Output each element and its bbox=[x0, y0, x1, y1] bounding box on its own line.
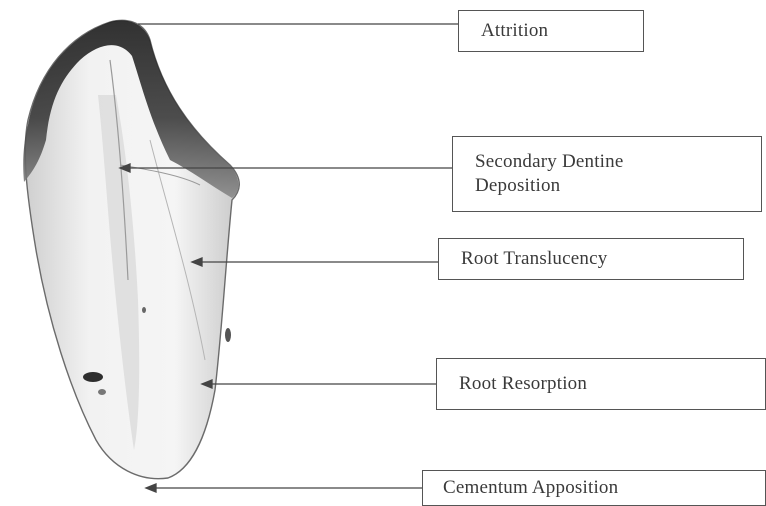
label-attrition: Attrition bbox=[458, 10, 644, 52]
label-cementum-apposition-text: Cementum Apposition bbox=[443, 476, 765, 500]
label-root-resorption: Root Resorption bbox=[436, 358, 766, 410]
label-root-translucency: Root Translucency bbox=[438, 238, 744, 280]
label-secondary-dentine-line2: Deposition bbox=[475, 174, 761, 198]
label-attrition-text: Attrition bbox=[481, 19, 643, 43]
label-cementum-apposition: Cementum Apposition bbox=[422, 470, 766, 506]
label-secondary-dentine-deposition: Secondary Dentine Deposition bbox=[452, 136, 762, 212]
label-secondary-dentine-line1: Secondary Dentine bbox=[475, 150, 761, 174]
label-root-resorption-text: Root Resorption bbox=[459, 372, 765, 396]
label-root-translucency-text: Root Translucency bbox=[461, 247, 743, 271]
